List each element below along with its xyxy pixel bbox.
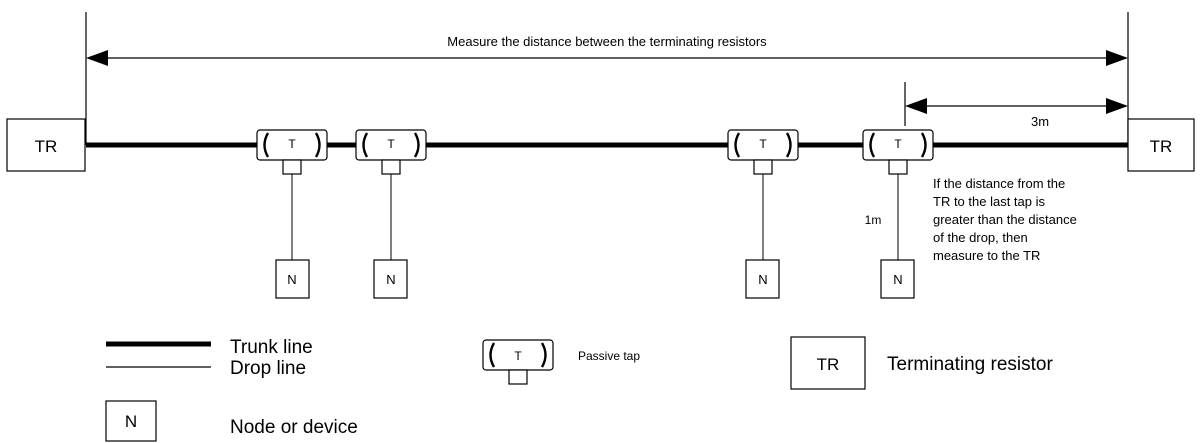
- terminating-resistor-label: TR: [35, 137, 58, 156]
- node-box: [373, 259, 408, 299]
- terminating-resistor-left: TR: [6, 118, 86, 172]
- legend-passive-tap-swatch: T: [481, 338, 555, 386]
- note-line: measure to the TR: [933, 248, 1040, 263]
- drop-length-label: 1m: [865, 213, 882, 227]
- passive-tap-4: T N: [861, 128, 935, 299]
- note-line: TR to the last tap is: [933, 194, 1045, 209]
- arrowhead-left: [905, 98, 927, 114]
- legend-terminating-resistor-swatch: TR: [790, 336, 866, 390]
- terminating-resistor-label: TR: [1150, 137, 1173, 156]
- svg-text:N: N: [125, 412, 137, 431]
- node-box: [745, 259, 780, 299]
- passive-tap-3: T N: [726, 128, 800, 299]
- overall-distance-label: Measure the distance between the termina…: [447, 34, 767, 49]
- terminating-resistor-right: TR: [1127, 118, 1195, 172]
- tap-label: T: [288, 137, 296, 151]
- legend-drop-line-label: Drop line: [230, 358, 306, 379]
- passive-tap-1: T N: [255, 128, 329, 299]
- legend-node-label: Node or device: [230, 417, 358, 438]
- svg-text:T: T: [514, 349, 522, 363]
- arrowhead-right: [1106, 98, 1128, 114]
- tap-label: T: [759, 137, 767, 151]
- legend: Trunk line Drop line T Passive tap TR Te…: [105, 336, 1053, 442]
- offset-distance-label: 3m: [1031, 114, 1049, 129]
- tap-label: T: [387, 137, 395, 151]
- overall-distance-arrow: [86, 50, 1128, 66]
- arrowhead-left: [86, 50, 108, 66]
- measurement-note: If the distance from the TR to the last …: [933, 176, 1077, 263]
- note-line: of the drop, then: [933, 230, 1028, 245]
- node-box: [275, 259, 310, 299]
- legend-terminating-resistor-label: Terminating resistor: [887, 354, 1053, 375]
- node-label: N: [287, 272, 296, 287]
- svg-text:TR: TR: [817, 355, 840, 374]
- offset-distance-arrow: [905, 98, 1128, 114]
- passive-tap-2: T N: [354, 128, 428, 299]
- node-label: N: [386, 272, 395, 287]
- tap-label: T: [894, 137, 902, 151]
- arrowhead-right: [1106, 50, 1128, 66]
- legend-node-swatch: N: [105, 400, 157, 442]
- legend-trunk-line-label: Trunk line: [230, 337, 313, 358]
- node-box: [880, 259, 915, 299]
- node-label: N: [758, 272, 767, 287]
- legend-passive-tap-label: Passive tap: [578, 349, 640, 363]
- node-label: N: [893, 272, 902, 287]
- note-line: If the distance from the: [933, 176, 1065, 191]
- note-line: greater than the distance: [933, 212, 1077, 227]
